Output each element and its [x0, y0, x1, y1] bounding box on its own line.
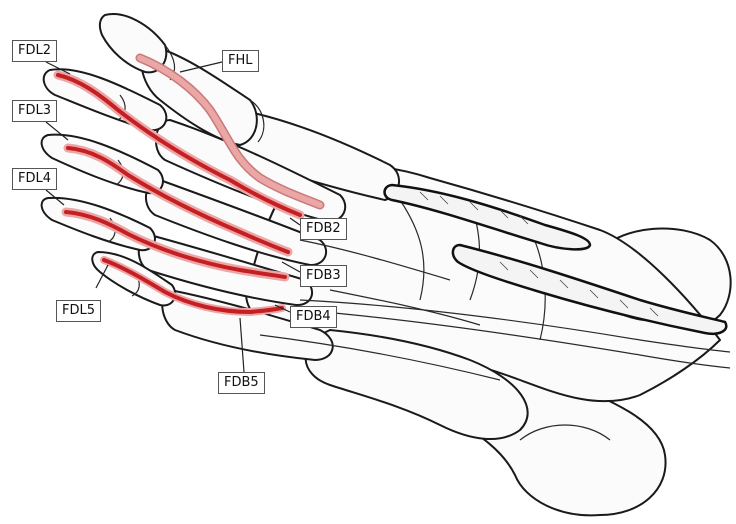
label-fdb3: FDB3 [300, 265, 347, 287]
label-fhl: FHL [222, 50, 259, 72]
label-fdl5: FDL5 [56, 300, 101, 322]
label-fdl4: FDL4 [12, 168, 57, 190]
label-fdl3: FDL3 [12, 100, 57, 122]
label-fdb5: FDB5 [218, 372, 265, 394]
label-fdb2: FDB2 [300, 218, 347, 240]
foot-skeleton [42, 14, 731, 515]
label-fdl2: FDL2 [12, 40, 57, 62]
label-fdb4: FDB4 [290, 306, 337, 328]
